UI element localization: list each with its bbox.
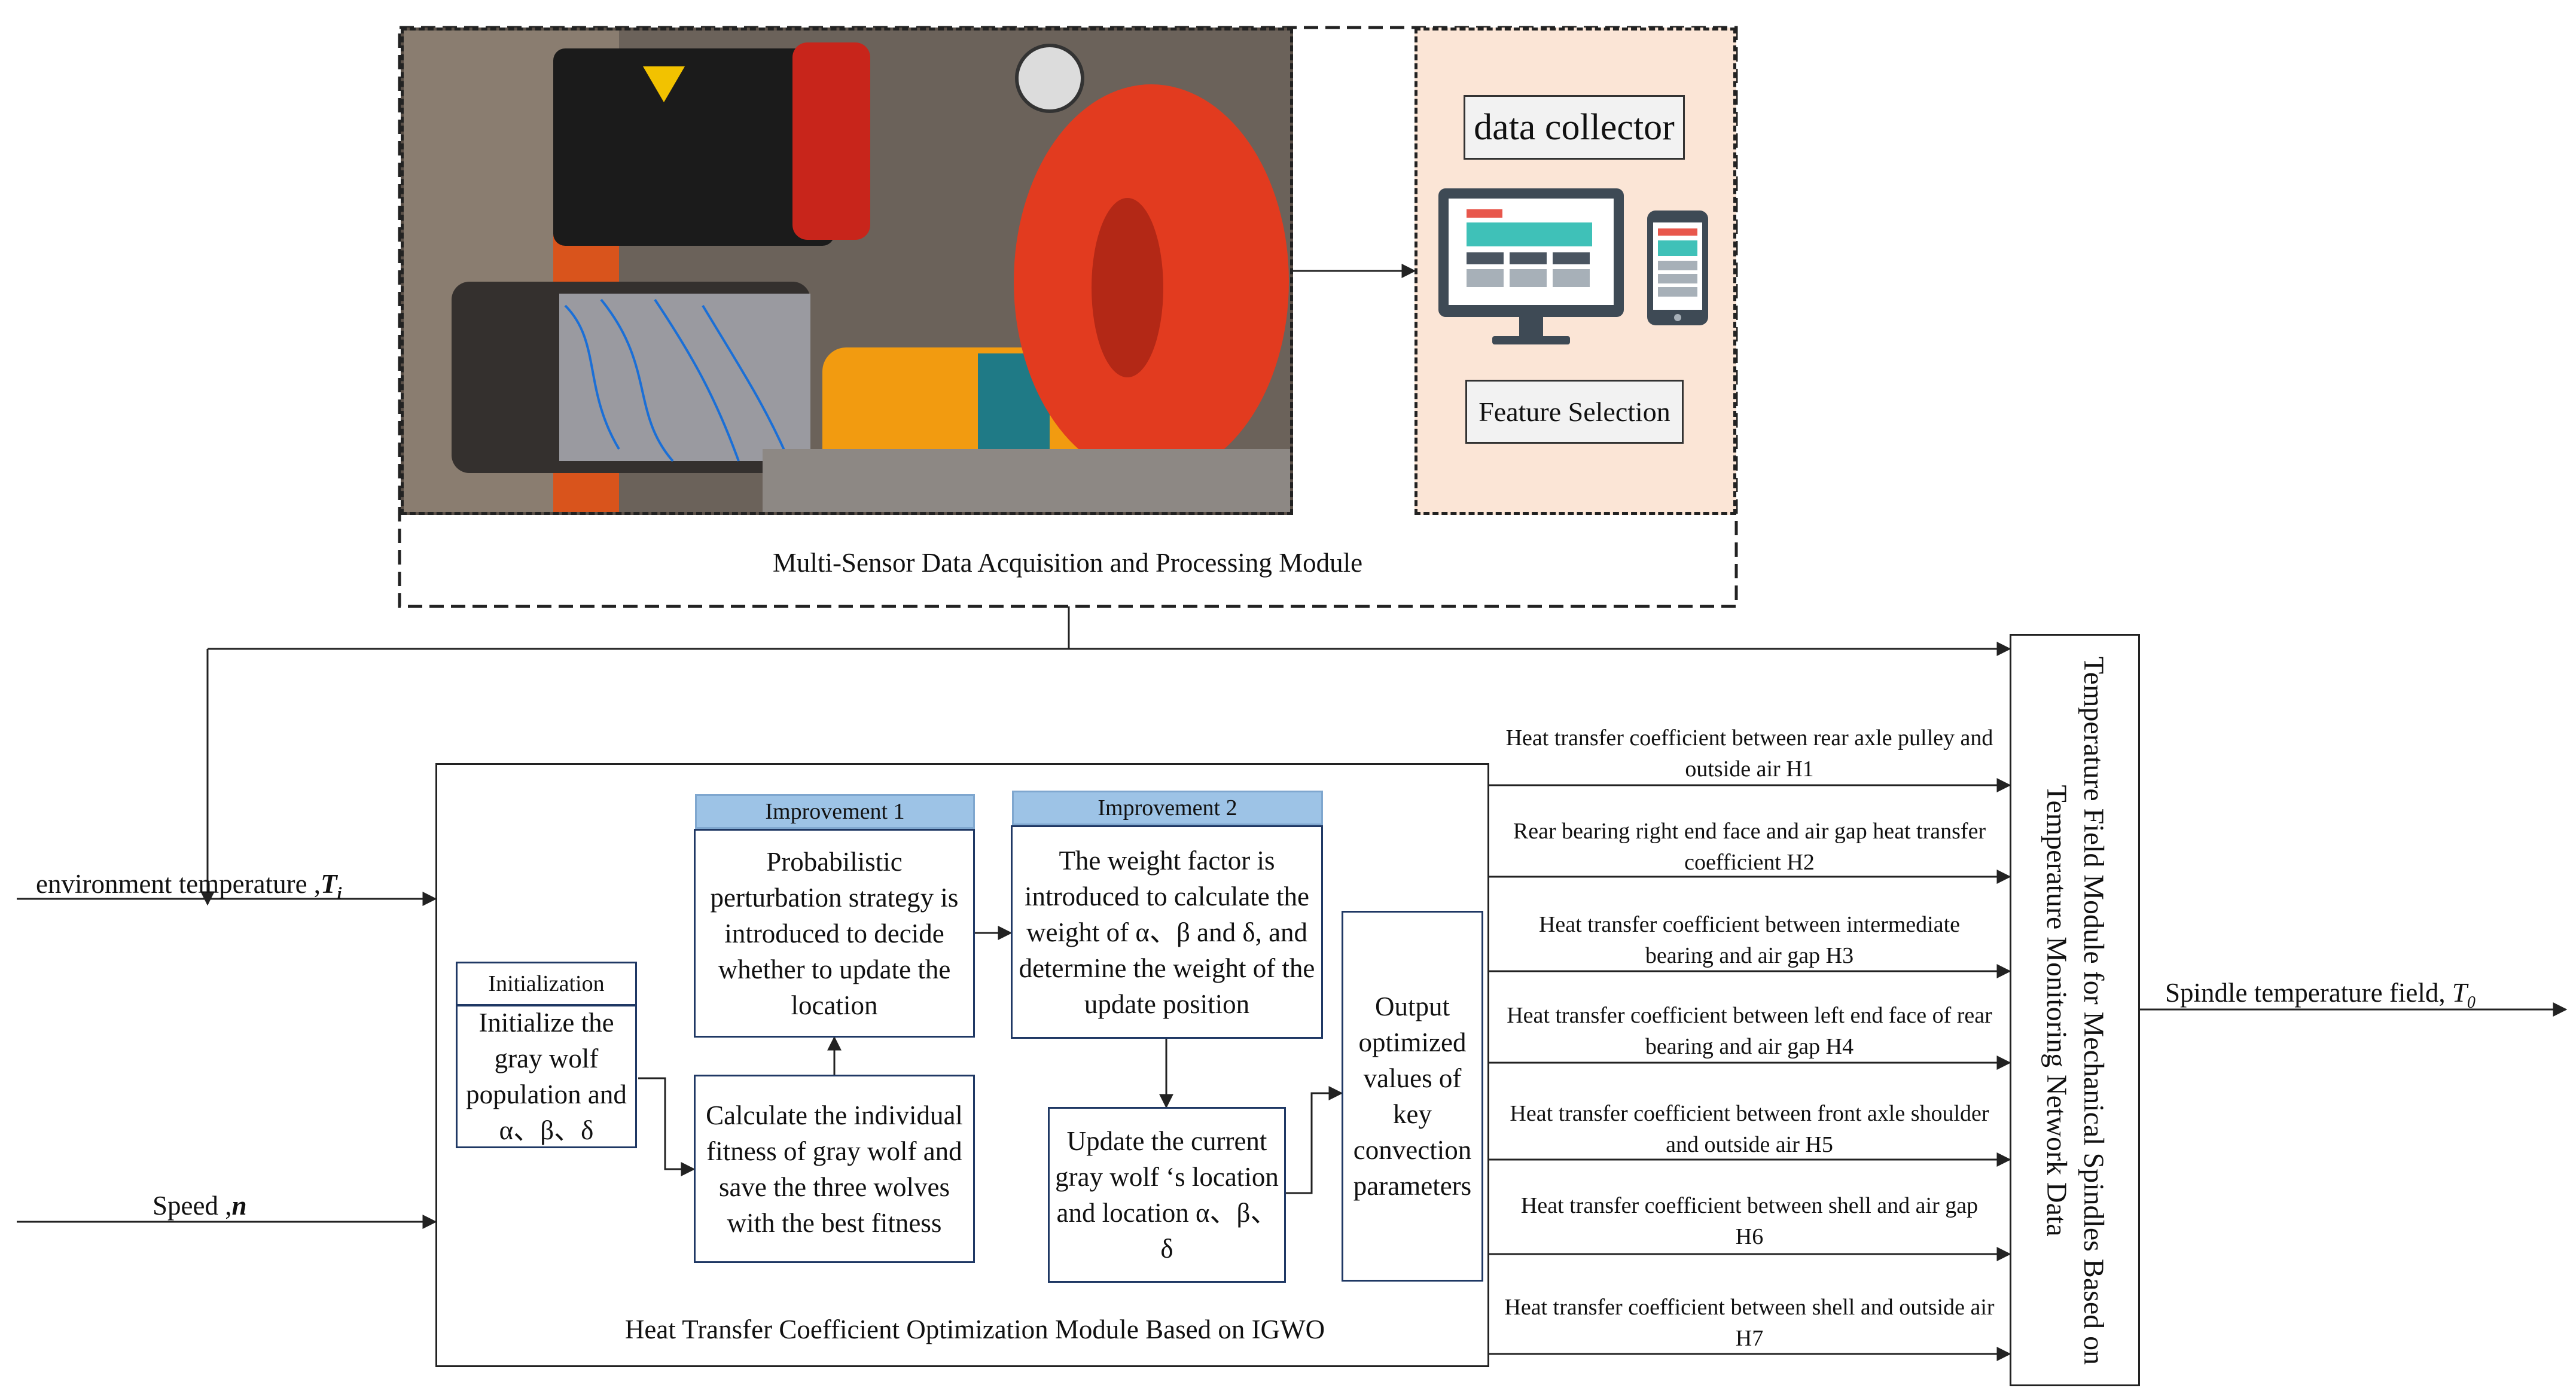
feature-selection-label: Feature Selection [1465, 380, 1684, 444]
fitness-box: Calculate the individual fitness of gray… [694, 1075, 975, 1263]
update-text: Update the current gray wolf ‘s location… [1055, 1126, 1279, 1264]
arrow-update-to-output [1286, 1086, 1343, 1194]
coefficient-label-h2: Rear bearing right end face and air gap … [1513, 819, 1986, 875]
data-collector-text: data collector [1474, 106, 1675, 148]
spindle-temperature-text: Spindle temperature field, [2165, 978, 2446, 1008]
coefficient-label-h4: Heat transfer coefficient between left e… [1507, 1003, 1992, 1059]
monitor-icon [1435, 185, 1627, 347]
coefficient-label-h6: Heat transfer coefficient between shell … [1520, 1193, 1979, 1249]
improvement1-text: Probabilistic perturbation strategy is i… [710, 846, 959, 1020]
env-temp-subscript: i [337, 884, 342, 903]
output-parameters-box: Output optimized values of key convectio… [1342, 911, 1483, 1282]
temperature-field-module-label: Temperature Field Module for Mechanical … [2030, 636, 2120, 1386]
temperature-field-module-text: Temperature Field Module for Mechanical … [2041, 656, 2109, 1365]
environment-temperature-label: environment temperature ,Ti [36, 868, 407, 910]
igwo-module-title: Heat Transfer Coefficient Optimization M… [624, 1314, 1325, 1344]
improvement1-header: Improvement 1 [695, 794, 975, 829]
speed-text: Speed , [153, 1191, 232, 1221]
speed-symbol: n [231, 1191, 247, 1221]
coefficient-label-h3: Heat transfer coefficient between interm… [1538, 912, 1961, 968]
initialization-box: Initialize the gray wolf population and … [456, 1005, 637, 1148]
initialization-text: Initialize the gray wolf population and … [466, 1008, 627, 1145]
env-temp-text: environment temperature , [36, 869, 321, 899]
improvement2-text: The weight factor is introduced to calcu… [1019, 845, 1315, 1019]
igwo-module-box [435, 763, 1489, 1367]
spindle-temperature-symbol: T [2452, 978, 2467, 1008]
data-collector-label: data collector [1464, 95, 1685, 160]
fitness-text: Calculate the individual fitness of gray… [706, 1100, 963, 1238]
initialization-header-text: Initialization [488, 971, 605, 996]
improvement1-box: Probabilistic perturbation strategy is i… [694, 829, 975, 1038]
improvement1-header-text: Improvement 1 [765, 799, 905, 824]
phone-icon [1645, 208, 1711, 328]
coefficient-label-h7: Heat transfer coefficient between shell … [1504, 1295, 1995, 1351]
test-rig-photo [401, 28, 1293, 515]
spindle-temperature-label: Spindle temperature field, T0 [2165, 977, 2500, 1018]
acquisition-module-title: Multi-Sensor Data Acquisition and Proces… [772, 548, 1363, 578]
initialization-header: Initialization [456, 962, 637, 1006]
output-parameters-text: Output optimized values of key convectio… [1353, 992, 1472, 1201]
temperature-field-module-box [2010, 634, 2140, 1386]
speed-label: Speed ,n [153, 1190, 308, 1221]
improvement2-header: Improvement 2 [1012, 791, 1323, 825]
improvement2-header-text: Improvement 2 [1098, 795, 1237, 820]
coefficient-label-h1: Heat transfer coefficient between rear a… [1505, 725, 1993, 782]
arrow-init-to-fitness [638, 1077, 696, 1176]
spindle-temperature-subscript: 0 [2467, 993, 2476, 1012]
improvement2-box: The weight factor is introduced to calcu… [1011, 825, 1323, 1039]
env-temp-symbol: T [321, 869, 337, 899]
coefficient-label-h5: Heat transfer coefficient between front … [1510, 1101, 1989, 1157]
feature-selection-text: Feature Selection [1478, 396, 1670, 427]
update-box: Update the current gray wolf ‘s location… [1048, 1107, 1286, 1283]
